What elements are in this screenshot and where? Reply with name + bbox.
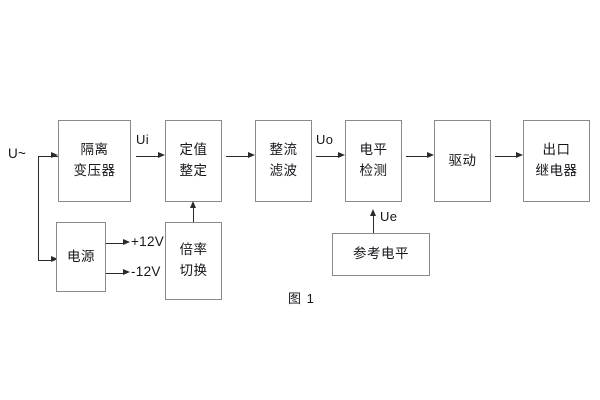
block-multiplier-switch-line2: 切换 [179,263,208,278]
block-reference-level: 参考电平 [332,233,430,276]
figure-caption: 图 1 [288,291,315,306]
signal-label-ui: Ui [136,132,149,147]
block-reference-level-line1: 参考电平 [353,246,409,262]
block-power-supply-line1: 电源 [67,248,95,264]
block-rectify-filter-line1: 整流 [269,142,298,158]
wire-setting-to-rectify [226,155,248,157]
arrow-multiplier-to-setting [189,201,196,208]
block-isolation-transformer-line2: 变压器 [73,163,116,178]
arrow-isolation-to-setting [158,152,165,159]
arrow-reference-to-level [369,209,376,216]
arrow-rail-positive [123,239,130,246]
block-rectify-filter-line2: 滤波 [269,163,298,178]
block-level-detect-line2: 检测 [359,163,388,178]
wire-reference-to-level [373,216,375,233]
arrow-drive-to-output-relay [516,152,523,159]
wire-input-to-isolation [38,155,51,157]
wire-rail-negative [106,272,123,274]
block-multiplier-switch: 倍率 切换 [165,222,222,300]
wire-rectify-to-level [316,155,338,157]
block-multiplier-switch-line1: 倍率 [179,242,208,258]
block-output-relay-line2: 继电器 [535,163,578,178]
input-signal-label: U~ [8,146,27,161]
signal-label-uo: Uo [316,132,334,147]
block-setting-value-line2: 整定 [179,163,208,178]
block-setting-value-line1: 定值 [179,142,208,158]
block-power-supply: 电源 [56,222,106,292]
rail-label-negative: -12V [131,264,161,279]
rail-label-positive: +12V [131,234,165,249]
arrow-rectify-to-level [338,152,345,159]
arrow-input-to-isolation [51,152,58,159]
block-output-relay-line1: 出口 [542,142,571,158]
block-isolation-transformer: 隔离 变压器 [58,120,131,202]
wire-input-trunk-vertical [38,155,40,261]
wire-rail-positive [106,242,123,244]
block-isolation-transformer-line1: 隔离 [80,142,109,158]
block-level-detect: 电平 检测 [345,120,402,202]
wire-drive-to-output-relay [495,155,516,157]
block-drive: 驱动 [434,120,491,202]
wire-level-to-drive [406,155,427,157]
wire-multiplier-to-setting [193,208,195,222]
block-level-detect-line1: 电平 [359,142,388,158]
arrow-level-to-drive [427,152,434,159]
block-output-relay: 出口 继电器 [523,120,590,202]
wire-input-to-power [38,259,51,261]
signal-label-ue: Ue [380,209,398,224]
arrow-setting-to-rectify [248,152,255,159]
block-setting-value: 定值 整定 [165,120,222,202]
block-rectify-filter: 整流 滤波 [255,120,312,202]
arrow-rail-negative [123,269,130,276]
arrow-input-to-power [51,256,58,263]
block-drive-line1: 驱动 [448,152,477,168]
wire-isolation-to-setting [136,155,158,157]
